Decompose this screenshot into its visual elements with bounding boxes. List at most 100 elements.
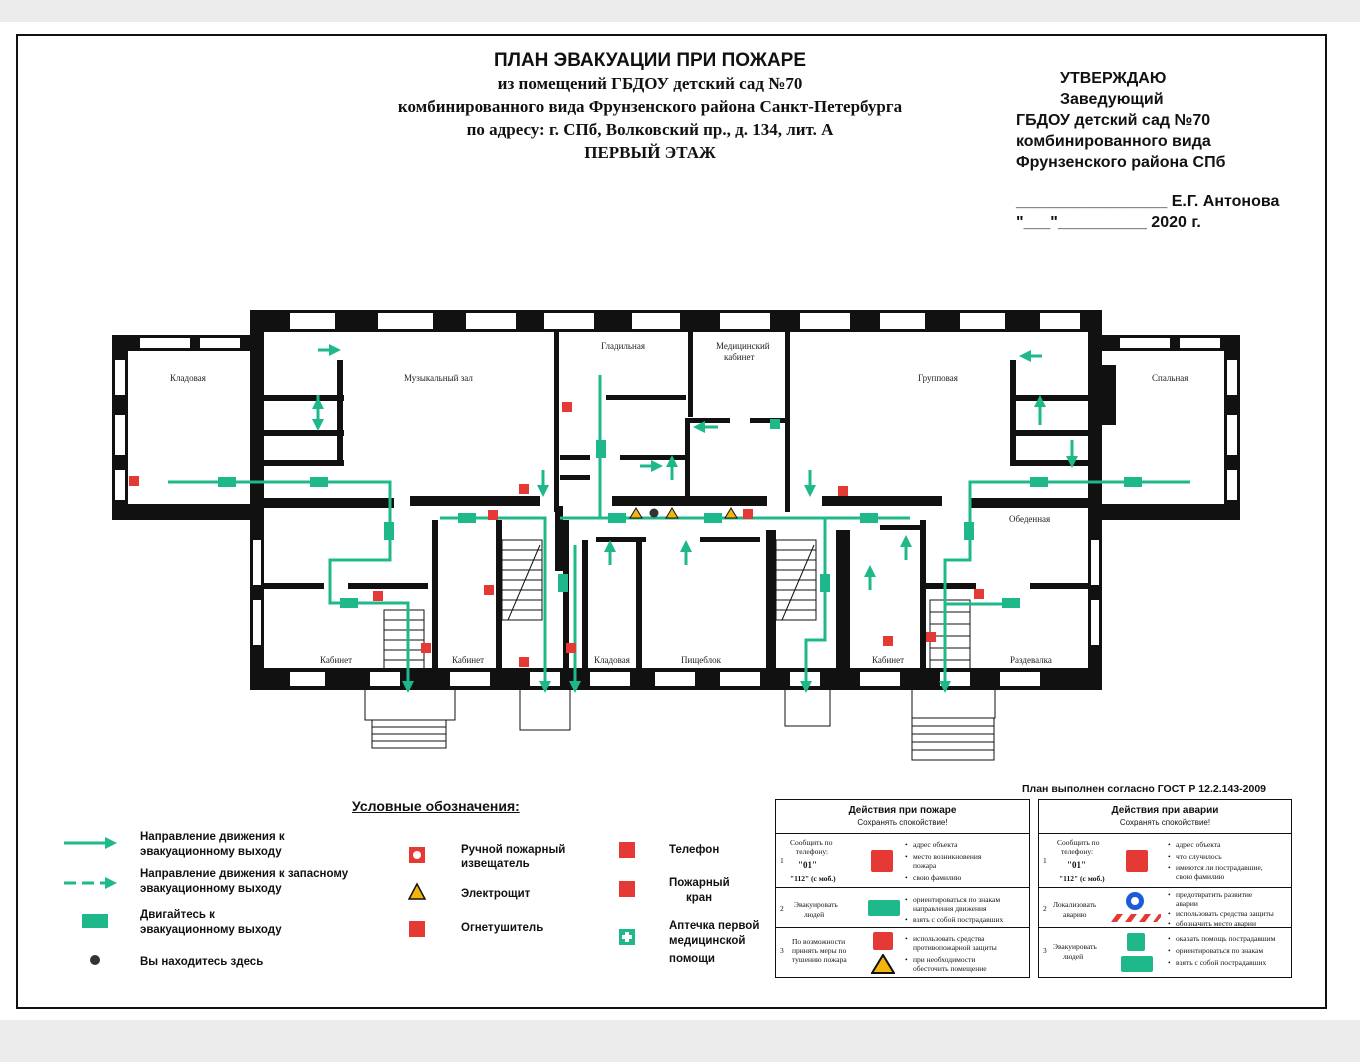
row-number: 1: [780, 856, 784, 865]
room-label-office-1: Кабинет: [320, 655, 353, 665]
approval-date: "___"__________ 2020 г.: [1016, 214, 1201, 231]
legend-phone: Телефон: [669, 844, 720, 856]
fire-r1-bullet: свою фамилию: [905, 873, 961, 882]
legend-symbols: [64, 837, 635, 965]
room-label-ironing: Гладильная: [601, 341, 645, 351]
approval-position: Заведующий: [1060, 91, 1164, 108]
accident-r1-bullet: имеются ли пострадавшие,: [1168, 863, 1263, 872]
accident-actions-panel: Действия при аварии Сохранять спокойстви…: [1038, 799, 1292, 978]
fire-panel-subtitle: Сохранять спокойствие!: [857, 818, 948, 827]
accident-r2-bullet: использовать средства защиты: [1168, 909, 1274, 918]
floor-label: ПЕРВЫЙ ЭТАЖ: [584, 143, 716, 162]
room-label-group: Групповая: [918, 373, 958, 383]
phone-number-01: "01": [1067, 860, 1086, 870]
row-action-text: Эвакуировать: [794, 900, 838, 909]
legend-title: Условные обозначения:: [352, 798, 520, 814]
row-number: 2: [1043, 904, 1047, 913]
legend-hydrant-line-2: кран: [686, 892, 713, 904]
accident-r1-bullet: что случилось: [1168, 852, 1222, 861]
fire-panel-row-3: 3 По возможности принять меры по тушению…: [776, 927, 1029, 978]
accident-r2-bullet: обозначить место аварии: [1168, 919, 1256, 928]
room-label-medical-1: Медицинский: [716, 341, 770, 351]
accident-r3-bullet: ориентироваться по знакам: [1168, 946, 1263, 955]
switchboard-icon: [871, 954, 895, 974]
fire-r3-bullet: при необходимости: [905, 955, 975, 964]
building-walls: [112, 310, 1240, 761]
exit-signs: [218, 440, 1142, 608]
legend-spare-exit-line-2: эвакуационному выходу: [140, 883, 282, 895]
plan-frame: [16, 34, 1327, 1009]
fire-r1-bullet-cont: пожара: [913, 861, 937, 870]
accident-panel-title: Действия при аварии: [1111, 805, 1219, 816]
row-action-text: принять меры по: [792, 946, 847, 955]
row-action-text: По возможности: [792, 937, 846, 946]
fire-r1-bullet: место возникновения: [905, 852, 981, 861]
row-action-text: людей: [1063, 952, 1084, 961]
legend-spare-exit-line-1: Направление движения к запасному: [140, 868, 349, 880]
room-label-changing: Раздевалка: [1010, 655, 1052, 665]
phone-number-01: "01": [798, 860, 817, 870]
room-label-storage-2: Кладовая: [594, 655, 630, 665]
row-action-text: Локализовать: [1053, 900, 1097, 909]
room-label-kitchen: Пищеблок: [681, 655, 721, 665]
accident-panel-row-3: 3 Эвакуировать людей оказать помощь пост…: [1039, 927, 1291, 978]
row-action-text: тушению пожара: [792, 955, 847, 964]
gost-note: План выполнен согласно ГОСТ Р 12.2.143-2…: [1022, 783, 1267, 795]
exit-sign-icon: [868, 900, 900, 916]
plan-address: по адресу: г. СПб, Волковский пр., д. 13…: [466, 120, 834, 139]
fire-r3-bullet-cont: противопожарной защиты: [913, 943, 997, 952]
accident-r2-bullet-cont: аварии: [1176, 899, 1198, 908]
approval-signature: _________________ Е.Г. Антонова: [1016, 193, 1280, 210]
accident-r3-bullet: взять с собой пострадавших: [1168, 958, 1266, 967]
room-label-office-2: Кабинет: [452, 655, 485, 665]
row-number: 3: [780, 946, 784, 955]
row-number: 1: [1043, 856, 1047, 865]
phone-icon: [871, 850, 893, 872]
legend-manual-alarm-line-2: извещатель: [461, 858, 530, 870]
fire-r2-bullet: взять с собой пострадавших: [905, 915, 1003, 924]
accident-panel-subtitle: Сохранять спокойствие!: [1119, 818, 1211, 827]
fire-r3-bullet-cont: обесточить помещение: [913, 964, 987, 973]
fire-r1-bullet: адрес объекта: [905, 840, 958, 849]
fire-r2-bullet-cont: направления движения: [913, 904, 987, 913]
row-number: 3: [1043, 946, 1047, 955]
row-action-text: Сообщить по: [790, 838, 833, 847]
legend-first-aid-line-2: медицинской: [669, 935, 746, 947]
fire-panel-row-2: 2 Эвакуировать людей ориентироваться по …: [776, 887, 1029, 928]
row-action-text: телефону:: [796, 847, 829, 856]
fire-panel-title: Действия при пожаре: [848, 805, 957, 816]
fire-actions-panel: Действия при пожаре Сохранять спокойстви…: [775, 799, 1030, 978]
plan-title: ПЛАН ЭВАКУАЦИИ ПРИ ПОЖАРЕ: [493, 50, 807, 71]
legend-hydrant-line-1: Пожарный: [669, 877, 730, 889]
row-action-text: людей: [804, 910, 825, 919]
extinguisher-icon: [873, 932, 893, 950]
legend-switchboard: Электрощит: [461, 888, 531, 900]
row-action-text: аварию: [1063, 910, 1087, 919]
plan-subtitle-line-3: комбинированного вида Фрунзенского район…: [397, 97, 903, 116]
room-label-medical-2: кабинет: [724, 352, 755, 362]
accident-r1-bullet-cont: свою фамилию: [1176, 872, 1225, 881]
phone-icon: [1126, 850, 1148, 872]
accident-r2-bullet: предотвратить развитие: [1168, 890, 1252, 899]
first-aid-icon: [1127, 933, 1145, 951]
room-label-office-3: Кабинет: [872, 655, 905, 665]
accident-panel-row-1: 1 Сообщить по телефону: "01" "112" (с мо…: [1039, 833, 1291, 888]
row-action-text: телефону:: [1061, 847, 1094, 856]
legend-main-exit-line-2: эвакуационному выходу: [140, 846, 282, 858]
accident-r3-bullet: оказать помощь пострадавшим: [1168, 934, 1275, 943]
fire-equipment: [129, 402, 984, 667]
room-label-dining: Обеденная: [1009, 514, 1051, 524]
accident-panel-row-2: 2 Локализовать аварию предотвратить разв…: [1039, 887, 1291, 928]
fire-r2-bullet: ориентироваться по знакам: [905, 895, 1000, 904]
legend-you-are-here: Вы находитесь здесь: [140, 956, 264, 968]
fire-panel-row-1: 1 Сообщить по телефону: "01" "112" (с мо…: [776, 833, 1029, 888]
phone-number-112: "112" (с моб.): [790, 874, 836, 883]
accident-r1-bullet: адрес объекта: [1168, 840, 1221, 849]
row-number: 2: [780, 904, 784, 913]
warning-sign-icon: [1126, 892, 1144, 910]
approval-org-line-3: Фрунзенского района СПб: [1016, 154, 1226, 171]
legend-first-aid-line-1: Аптечка первой: [669, 920, 760, 932]
room-label-bedroom: Спальная: [1152, 373, 1189, 383]
approval-heading: УТВЕРЖДАЮ: [1060, 70, 1167, 87]
row-action-text: Сообщить по: [1057, 838, 1100, 847]
